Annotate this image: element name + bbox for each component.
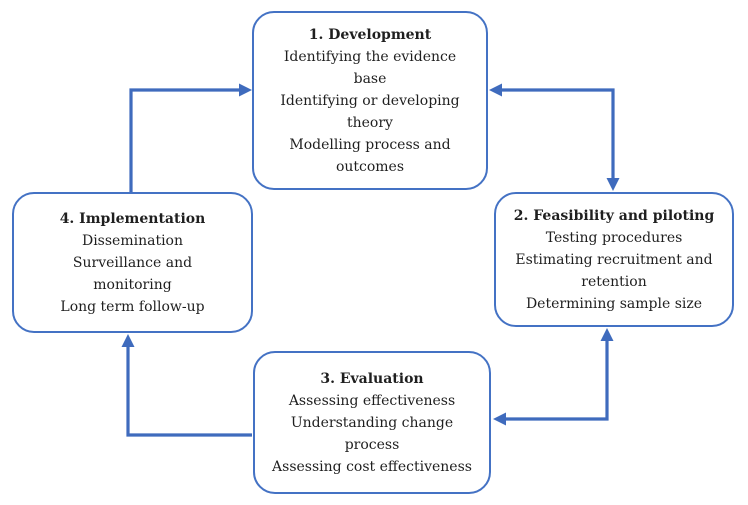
node-implementation-item: Long term follow-up: [60, 298, 205, 315]
node-development-title: 1. Development: [308, 26, 432, 43]
node-evaluation-item: Understanding change process: [290, 414, 454, 453]
node-feasibility-title: 2. Feasibility and piloting: [513, 207, 715, 224]
node-feasibility-item: Testing procedures: [545, 229, 683, 246]
node-feasibility-piloting: 2. Feasibility and piloting Testing proc…: [494, 192, 734, 327]
arrowhead-up-icon: [121, 334, 135, 347]
node-implementation: 4. Implementation Dissemination Surveill…: [12, 192, 253, 333]
node-development-item: Modelling process and outcomes: [289, 136, 451, 175]
arrow-development-feasibility-bidirectional: [489, 83, 620, 191]
node-development: 1. Development Identifying the evidence …: [252, 11, 488, 190]
node-evaluation-item: Assessing effectiveness: [288, 392, 456, 409]
arrowhead-left-icon: [489, 83, 502, 97]
arrowhead-left-icon: [493, 412, 506, 426]
node-development-item: Identifying or developing theory: [280, 92, 460, 131]
node-implementation-item: Dissemination: [81, 232, 184, 249]
node-development-item: Identifying the evidence base: [283, 48, 457, 87]
arrow-feasibility-evaluation-bidirectional: [493, 328, 614, 426]
arrow-evaluation-to-implementation: [121, 334, 252, 437]
node-evaluation: 3. Evaluation Assessing effectiveness Un…: [253, 351, 491, 494]
node-feasibility-item: Determining sample size: [525, 295, 703, 312]
arrowhead-down-icon: [606, 178, 620, 191]
node-implementation-item: Surveillance and monitoring: [72, 254, 193, 293]
arrow-implementation-to-development: [129, 83, 252, 192]
arrowhead-right-icon: [239, 83, 252, 97]
node-evaluation-title: 3. Evaluation: [320, 370, 424, 387]
node-feasibility-item: Estimating recruitment and retention: [515, 251, 713, 290]
node-implementation-title: 4. Implementation: [59, 210, 206, 227]
node-evaluation-item: Assessing cost effectiveness: [272, 458, 472, 475]
arrowhead-up-icon: [600, 328, 614, 341]
